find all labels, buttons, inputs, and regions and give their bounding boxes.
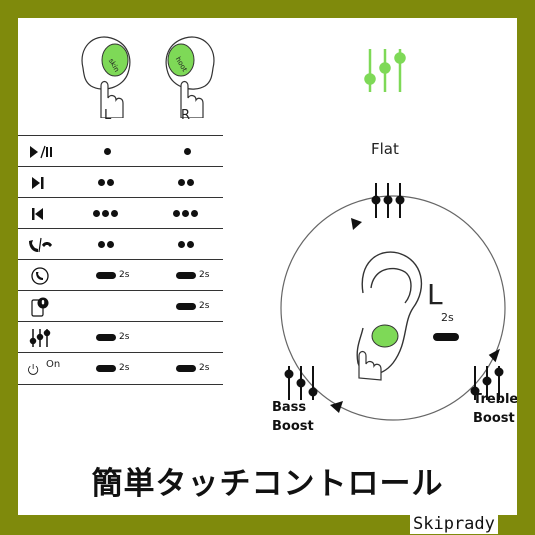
treble-boost-eq-icon [470, 366, 504, 400]
table-row [18, 166, 223, 198]
flat-eq-icon [371, 183, 405, 218]
treble-boost-label: Treble Boost [473, 392, 517, 426]
page-title: 簡単タッチコントロール [91, 466, 444, 502]
table-row [18, 135, 223, 167]
power-on-label: On [46, 359, 61, 370]
hold-time-label: 2s [441, 311, 454, 324]
previous-track-icon [32, 208, 43, 220]
right-label: R [181, 108, 191, 123]
left-earbud-illustration: skin [81, 36, 131, 118]
flat-label: Flat [371, 140, 399, 158]
eq-cycle-diagram [280, 183, 506, 421]
answer-reject-call-icon [29, 237, 52, 253]
play-pause-icon [30, 145, 52, 159]
table-row: On 2s 2s [18, 352, 223, 385]
right-earbud-illustration: hoot [165, 36, 215, 118]
ear-side-label: L [427, 278, 443, 311]
table-row [18, 228, 223, 260]
equalizer-icon [29, 329, 51, 347]
table-row [18, 197, 223, 229]
power-icon [28, 364, 39, 375]
controls-table: 2s 2s 2s 2s [18, 135, 223, 385]
bass-boost-label: Bass Boost [272, 400, 314, 434]
left-label: L [104, 108, 112, 123]
table-row: 2s [18, 290, 223, 322]
phone-icon [31, 267, 49, 285]
bass-boost-eq-icon [284, 366, 318, 400]
ear-illustration [356, 251, 423, 375]
next-track-icon [32, 177, 44, 189]
product-panel: skin hoot L R [18, 18, 517, 515]
table-row: 2s [18, 321, 223, 353]
watermark: Skiprady [410, 514, 498, 534]
table-row: 2s 2s [18, 259, 223, 291]
equalizer-green-icon [364, 49, 406, 92]
voice-assistant-icon [31, 297, 49, 317]
